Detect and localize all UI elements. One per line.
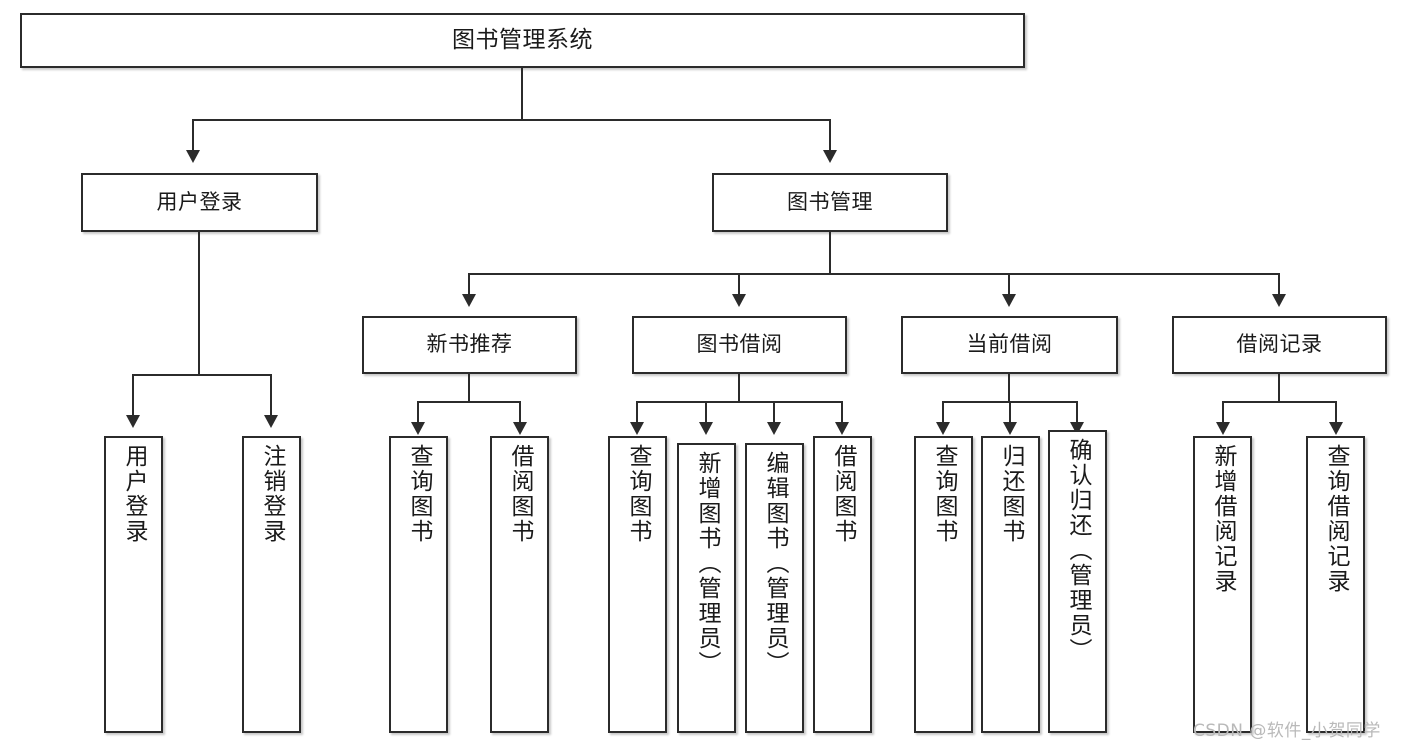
connector-book-management-bus	[468, 273, 1280, 275]
connector-book-management-stem	[829, 232, 831, 274]
connector-root-to-user-login	[192, 119, 194, 151]
leaf-book-borrow-borrow-book[interactable]: 借阅图书	[813, 436, 872, 733]
connector-root-to-book-management	[829, 119, 831, 151]
arrowhead-bb-to-leaf-1	[630, 422, 644, 435]
leaf-current-borrow-return-book[interactable]: 归还图书	[981, 436, 1040, 733]
node-label: 当前借阅	[966, 332, 1053, 357]
node-label: 用户登录	[156, 189, 243, 214]
node-label: 归还图书	[998, 444, 1024, 544]
node-borrow-record[interactable]: 借阅记录	[1172, 316, 1387, 374]
node-label: 确认归还（管理员）	[1065, 438, 1091, 663]
connector-br-to-leaf-2	[1335, 401, 1337, 423]
leaf-new-book-query-book[interactable]: 查询图书	[389, 436, 448, 733]
connector-user-login-bus	[132, 374, 271, 376]
connector-current-borrow-stem	[1008, 374, 1010, 402]
leaf-book-borrow-edit-book-admin[interactable]: 编辑图书（管理员）	[745, 443, 804, 733]
node-label: 新增图书（管理员）	[694, 451, 720, 676]
node-label: 注销登录	[259, 444, 285, 544]
csdn-watermark: CSDN @软件_小贺同学	[1193, 721, 1381, 741]
connector-root-stem	[521, 68, 523, 120]
arrowhead-bb-to-leaf-4	[835, 422, 849, 435]
connector-bm-to-current-borrow	[1008, 273, 1010, 295]
node-label: 编辑图书（管理员）	[762, 451, 788, 676]
arrowhead-bm-to-borrow-record	[1272, 294, 1286, 307]
node-root-book-management-system[interactable]: 图书管理系统	[20, 13, 1025, 68]
node-label: 查询图书	[931, 444, 957, 544]
arrowhead-user-login-to-leaf-2	[264, 415, 278, 428]
leaf-new-book-borrow-book[interactable]: 借阅图书	[490, 436, 549, 733]
arrowhead-bm-to-book-borrow	[732, 294, 746, 307]
connector-bb-to-leaf-2	[705, 401, 707, 423]
arrowhead-user-login-to-leaf-1	[126, 415, 140, 428]
connector-new-book-bus	[417, 401, 521, 403]
connector-borrow-record-stem	[1278, 374, 1280, 402]
node-label: 借阅记录	[1236, 332, 1323, 357]
connector-br-to-leaf-1	[1222, 401, 1224, 423]
leaf-book-borrow-add-book-admin[interactable]: 新增图书（管理员）	[677, 443, 736, 733]
arrowhead-bm-to-current-borrow	[1002, 294, 1016, 307]
connector-book-borrow-bus	[636, 401, 842, 403]
node-label: 查询借阅记录	[1323, 444, 1349, 594]
arrowhead-root-to-book-management	[823, 150, 837, 163]
leaf-current-borrow-confirm-return-admin[interactable]: 确认归还（管理员）	[1048, 430, 1107, 733]
connector-user-login-to-leaf-1	[132, 374, 134, 416]
leaf-user-login-signout[interactable]: 注销登录	[242, 436, 301, 733]
connector-cb-to-leaf-2	[1009, 401, 1011, 423]
arrowhead-cb-to-leaf-1	[936, 422, 950, 435]
connector-bm-to-new-book	[468, 273, 470, 295]
arrowhead-cb-to-leaf-2	[1003, 422, 1017, 435]
connector-bm-to-borrow-record	[1278, 273, 1280, 295]
node-label: 新增借阅记录	[1210, 444, 1236, 594]
node-label: 借阅图书	[507, 444, 533, 544]
node-user-login[interactable]: 用户登录	[81, 173, 318, 232]
arrowhead-bb-to-leaf-2	[699, 422, 713, 435]
connector-user-login-to-leaf-2	[270, 374, 272, 416]
connector-new-book-to-leaf-1	[417, 401, 419, 423]
leaf-borrow-record-add-record[interactable]: 新增借阅记录	[1193, 436, 1252, 733]
leaf-book-borrow-query-book[interactable]: 查询图书	[608, 436, 667, 733]
node-label: 查询图书	[406, 444, 432, 544]
connector-cb-to-leaf-3	[1076, 401, 1078, 423]
connector-new-book-stem	[468, 374, 470, 402]
connector-root-bus	[192, 119, 831, 121]
arrowhead-new-book-to-leaf-2	[513, 422, 527, 435]
arrowhead-br-to-leaf-2	[1329, 422, 1343, 435]
node-label: 查询图书	[625, 444, 651, 544]
arrowhead-br-to-leaf-1	[1216, 422, 1230, 435]
arrowhead-bm-to-new-book	[462, 294, 476, 307]
arrowhead-bb-to-leaf-3	[767, 422, 781, 435]
connector-borrow-record-bus	[1222, 401, 1337, 403]
node-label: 借阅图书	[830, 444, 856, 544]
node-label: 图书管理系统	[452, 26, 593, 53]
connector-user-login-stem	[198, 232, 200, 375]
node-label: 图书借阅	[696, 332, 783, 357]
node-label: 用户登录	[121, 444, 147, 544]
connector-book-borrow-stem	[738, 374, 740, 402]
arrowhead-new-book-to-leaf-1	[411, 422, 425, 435]
connector-bb-to-leaf-3	[773, 401, 775, 423]
connector-new-book-to-leaf-2	[519, 401, 521, 423]
connector-bb-to-leaf-4	[841, 401, 843, 423]
node-label: 图书管理	[787, 189, 873, 214]
leaf-borrow-record-query-record[interactable]: 查询借阅记录	[1306, 436, 1365, 733]
node-label: 新书推荐	[426, 332, 513, 357]
node-book-borrow[interactable]: 图书借阅	[632, 316, 847, 374]
leaf-current-borrow-query-book[interactable]: 查询图书	[914, 436, 973, 733]
connector-bb-to-leaf-1	[636, 401, 638, 423]
node-new-book-recommend[interactable]: 新书推荐	[362, 316, 577, 374]
leaf-user-login-signin[interactable]: 用户登录	[104, 436, 163, 733]
node-current-borrow[interactable]: 当前借阅	[901, 316, 1118, 374]
node-book-management[interactable]: 图书管理	[712, 173, 948, 232]
arrowhead-root-to-user-login	[186, 150, 200, 163]
connector-cb-to-leaf-1	[942, 401, 944, 423]
connector-bm-to-book-borrow	[738, 273, 740, 295]
